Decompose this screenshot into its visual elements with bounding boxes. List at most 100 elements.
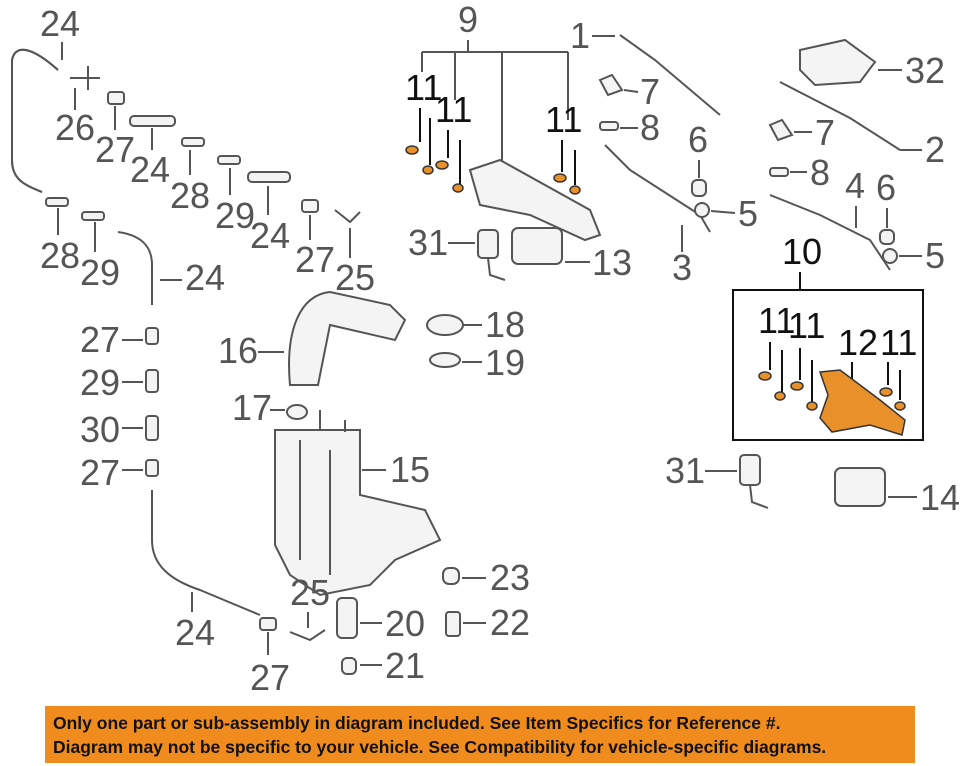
callout-15: 15 <box>390 449 430 490</box>
pump-20 <box>336 597 358 639</box>
seal-21 <box>341 657 357 675</box>
hose-connector-27e <box>259 617 277 631</box>
callout-26: 26 <box>55 107 95 148</box>
callout-29: 29 <box>215 195 255 236</box>
callout-13: 13 <box>592 242 632 283</box>
callout-12: 12 <box>838 322 878 363</box>
callout-2: 2 <box>925 129 945 170</box>
wiper-linkage-bracket-12 <box>758 369 906 436</box>
connector-22 <box>445 611 461 637</box>
callout-11: 11 <box>880 322 917 363</box>
callout-27: 27 <box>295 239 335 280</box>
callout-11: 11 <box>788 305 825 346</box>
nut-washers-11 <box>405 145 581 195</box>
wiper-blade-2 <box>779 81 901 151</box>
callout-25: 25 <box>290 572 330 613</box>
actuator-32 <box>799 38 877 87</box>
washer-hose-long <box>11 48 59 193</box>
grommet-17 <box>286 404 308 420</box>
t-connector <box>70 66 100 90</box>
wiper-arm-4 <box>769 194 891 271</box>
connector-29 <box>217 155 241 165</box>
callout-31: 31 <box>665 450 705 491</box>
callout-24: 24 <box>250 215 290 256</box>
parts-diagram: 24 26 27 24 28 29 24 27 25 28 29 24 27 2… <box>11 0 960 698</box>
cap-7b <box>768 118 794 142</box>
callout-17: 17 <box>232 387 272 428</box>
hose-connector-27 <box>107 91 125 105</box>
callout-29: 29 <box>80 362 120 403</box>
banner-line-2: Diagram may not be specific to your vehi… <box>53 737 827 757</box>
callout-24: 24 <box>130 149 170 190</box>
disclaimer-banner: Only one part or sub-assembly in diagram… <box>45 706 915 763</box>
callout-27: 27 <box>250 657 290 698</box>
callout-24: 24 <box>40 3 80 44</box>
callout-23: 23 <box>490 557 530 598</box>
cap-7a <box>598 73 624 97</box>
callout-5: 5 <box>738 193 758 234</box>
elbow-hose-25 <box>334 209 361 224</box>
connector-29c <box>145 369 159 393</box>
callout-24: 24 <box>175 612 215 653</box>
callout-4: 4 <box>845 165 865 206</box>
wiper-blade-1 <box>619 34 721 116</box>
callout-24: 24 <box>185 257 225 298</box>
check-valve-28 <box>181 137 205 147</box>
clip-8a <box>599 121 619 131</box>
hose-connector-27c <box>145 327 159 345</box>
reservoir-15 <box>274 410 442 597</box>
sensor-31 <box>477 229 506 281</box>
callout-30: 30 <box>80 409 120 450</box>
callout-1: 1 <box>570 15 590 56</box>
callout-11: 11 <box>545 99 582 140</box>
hose-curved-24 <box>117 231 153 305</box>
callout-3: 3 <box>672 247 692 288</box>
callout-8: 8 <box>810 152 830 193</box>
sensor-31b <box>739 454 769 509</box>
hose-segment-24 <box>129 115 176 127</box>
valve-30 <box>145 415 159 441</box>
callout-8: 8 <box>640 107 660 148</box>
hose-segment-24b <box>247 171 291 183</box>
callout-11: 11 <box>758 300 795 341</box>
clip-8b <box>769 167 789 177</box>
seal-19 <box>429 352 461 368</box>
callout-14: 14 <box>920 477 960 518</box>
check-valve-28b <box>45 197 69 207</box>
hose-long-lower-24 <box>151 490 261 616</box>
callout-25: 25 <box>335 257 375 298</box>
callout-28: 28 <box>170 175 210 216</box>
callout-6: 6 <box>876 167 896 208</box>
callout-19: 19 <box>485 342 525 383</box>
wiper-motor-13 <box>511 227 563 265</box>
banner-line-1: Only one part or sub-assembly in diagram… <box>53 713 781 733</box>
callout-27: 27 <box>80 452 120 493</box>
callout-11: 11 <box>435 89 472 130</box>
callout-22: 22 <box>490 602 530 643</box>
wiper-arm-3 <box>604 144 711 233</box>
callout-10: 10 <box>782 231 822 272</box>
wiper-linkage-frame <box>468 158 602 242</box>
callout-7: 7 <box>640 71 660 112</box>
elbow-hose-25b <box>289 629 326 642</box>
callout-16: 16 <box>218 330 258 371</box>
callout-5: 5 <box>925 235 945 276</box>
callout-28: 28 <box>40 235 80 276</box>
grommet-23 <box>442 567 460 585</box>
hose-connector-27d <box>145 459 159 477</box>
callout-7: 7 <box>815 112 835 153</box>
callout-20: 20 <box>385 603 425 644</box>
callout-29: 29 <box>80 252 120 293</box>
callout-31: 31 <box>408 222 448 263</box>
cap-18 <box>426 314 464 336</box>
callout-27: 27 <box>80 319 120 360</box>
connector-29b <box>81 211 105 221</box>
cap-6b <box>879 229 895 245</box>
callout-11: 11 <box>405 67 442 108</box>
nut-5b <box>882 248 898 264</box>
nut-5a <box>694 202 710 218</box>
callout-27: 27 <box>95 129 135 170</box>
callout-21: 21 <box>385 645 425 686</box>
cap-6a <box>691 179 707 197</box>
callout-9: 9 <box>458 0 478 40</box>
